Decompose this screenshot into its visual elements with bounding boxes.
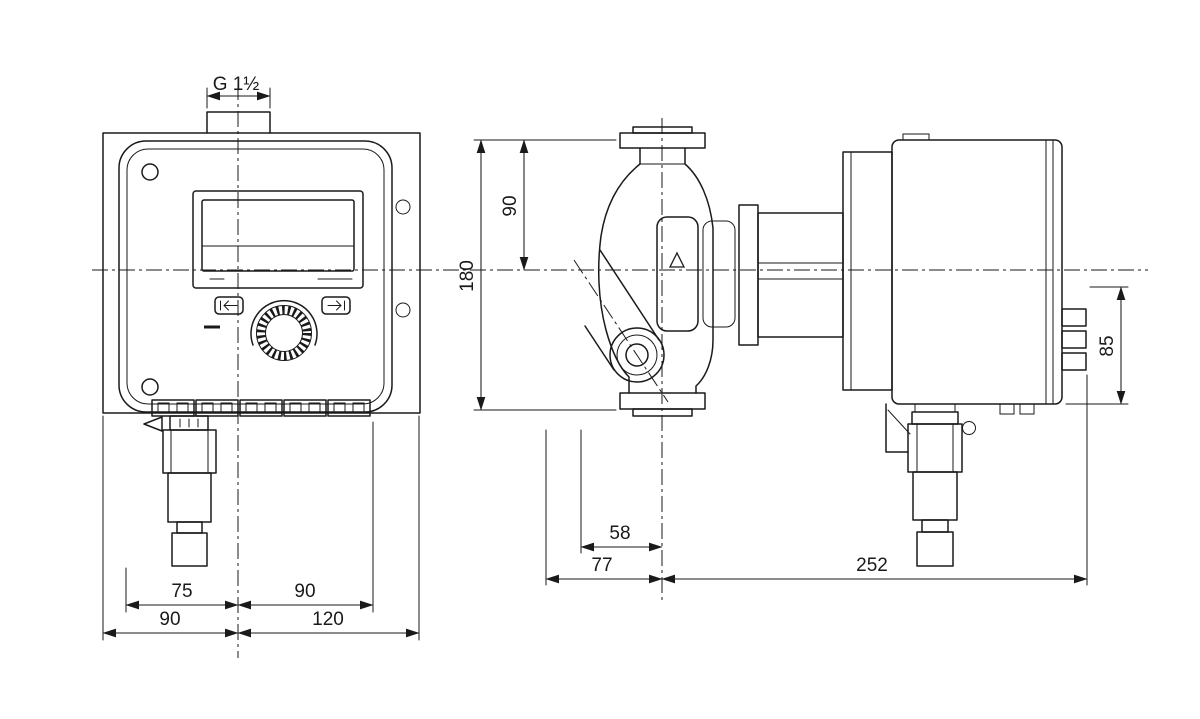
knob-ring-arc: [250, 300, 318, 346]
side-view: 90 180 85 58 77 252: [457, 118, 1129, 600]
context-button[interactable]: [321, 296, 351, 315]
dim-label-90-row2: 90: [159, 609, 180, 630]
power-plug-front: [143, 415, 217, 567]
inlet-boss-side: [584, 325, 615, 371]
front-view: G 1½ 75 90 90 120: [102, 74, 421, 658]
connector-port: [1061, 330, 1087, 349]
connector-port: [1061, 308, 1087, 327]
mounting-hole-icon: [395, 199, 411, 215]
nameplate: [656, 216, 699, 332]
front-dimensions: G 1½ 75 90 90 120: [102, 74, 420, 641]
terminal-block: [327, 399, 371, 417]
power-plug-side: [885, 403, 976, 567]
inlet-axis-centerline: [573, 259, 669, 403]
connector-port: [1061, 352, 1087, 371]
inlet-boss-side: [599, 249, 660, 341]
back-arrow-icon: [220, 300, 238, 311]
dim-label-120: 120: [312, 609, 344, 630]
dim-label-75: 75: [171, 581, 192, 602]
stator-housing: [757, 212, 844, 338]
mounting-hole-icon: [395, 302, 411, 318]
back-button[interactable]: [214, 296, 244, 315]
cable-gland-hatched: [916, 531, 954, 567]
dim-label-90-side: 90: [500, 195, 521, 216]
clip-icon: [962, 421, 976, 435]
control-knob[interactable]: [250, 300, 318, 361]
top-port-flange: [619, 126, 706, 165]
terminal-block: [283, 399, 327, 417]
motor-housing: [842, 151, 893, 391]
front-body: [118, 111, 393, 413]
display-screen: [192, 190, 364, 289]
side-dimensions: 90 180 85 58 77 252: [457, 139, 1129, 586]
dim-label-90-row1: 90: [294, 581, 315, 602]
dim-label-180: 180: [457, 260, 478, 292]
cable-gland-hatched: [171, 532, 208, 567]
terminal-block: [239, 399, 283, 417]
motor-assembly: [738, 151, 893, 391]
dim-label-thread: G 1½: [213, 74, 260, 95]
terminal-block: [195, 399, 239, 417]
knob-knurling-icon: [256, 305, 312, 361]
bottom-port-flange: [619, 392, 706, 417]
dim-label-77: 77: [591, 555, 612, 576]
context-arrow-icon: [327, 300, 345, 311]
dim-label-58: 58: [609, 523, 630, 544]
screw-icon: [141, 163, 159, 181]
mounting-bracket: [885, 403, 909, 453]
top-pipe-connection: [206, 111, 271, 134]
inlet-port-circle: [609, 327, 665, 383]
screw-icon: [141, 378, 159, 396]
dim-label-252: 252: [856, 555, 888, 576]
front-mounting-plate: [102, 132, 421, 414]
pump-volute: [584, 163, 736, 394]
dim-label-85: 85: [1097, 335, 1118, 356]
control-module: [891, 133, 1087, 415]
flow-direction-arrow-icon: [668, 251, 686, 268]
motor-flange: [738, 204, 759, 346]
release-tab-icon: [143, 416, 163, 432]
